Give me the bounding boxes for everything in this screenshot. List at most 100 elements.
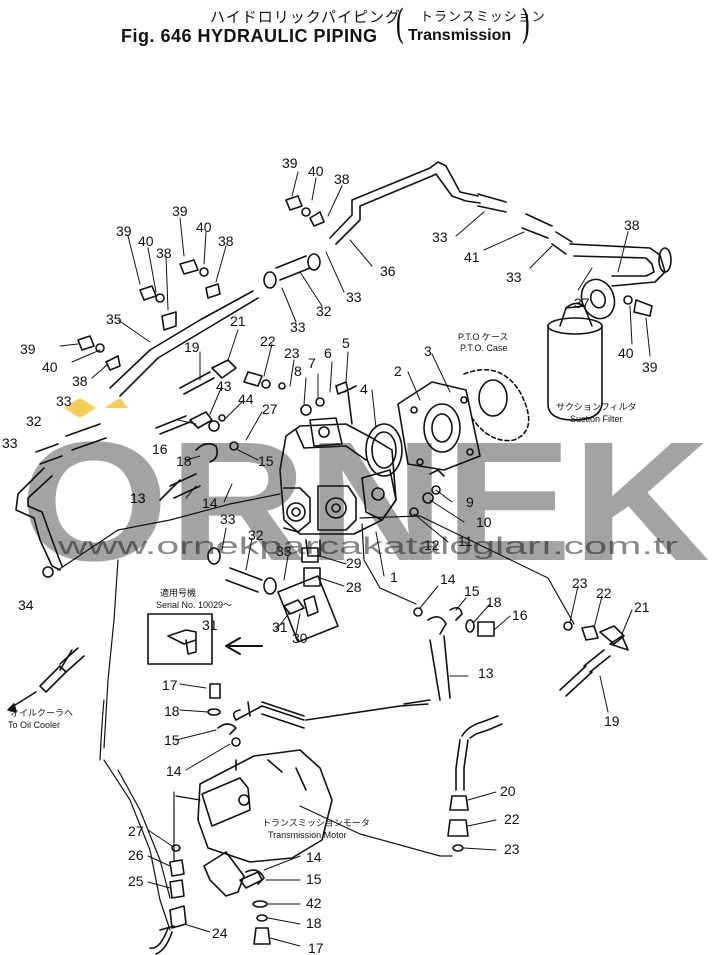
transmission-motor-label: Transmission Motor xyxy=(268,830,347,840)
part-number: 8 xyxy=(294,363,302,379)
part-number: 23 xyxy=(504,841,520,857)
part-number: 16 xyxy=(152,441,168,457)
part-number: 34 xyxy=(18,597,34,613)
part-number: 14 xyxy=(166,763,182,779)
part-number: 19 xyxy=(184,339,200,355)
part-number: 13 xyxy=(130,490,146,506)
part-number: 40 xyxy=(42,359,58,375)
part-number: 4 xyxy=(360,381,368,397)
part-number: 9 xyxy=(466,494,474,510)
diagram-drawing xyxy=(7,161,672,955)
part-number: 33 xyxy=(2,435,18,451)
part-number: 33 xyxy=(290,319,306,335)
part-number: 21 xyxy=(634,599,650,615)
transmission-motor xyxy=(173,749,333,863)
part-number: 16 xyxy=(512,607,528,623)
part-number: 39 xyxy=(642,359,658,375)
part-number: 27 xyxy=(262,401,278,417)
figure-subtitle: Transmission xyxy=(408,27,512,44)
part-number: 39 xyxy=(172,203,188,219)
part-number: 39 xyxy=(282,155,298,171)
pipe-34 xyxy=(15,467,61,571)
part-number: 18 xyxy=(164,703,180,719)
part-number: 38 xyxy=(156,245,172,261)
pipe-37 xyxy=(569,243,666,287)
part-number: 14 xyxy=(440,571,456,587)
part-number: 40 xyxy=(138,233,154,249)
part-number: 40 xyxy=(308,163,324,179)
part-number: 23 xyxy=(284,345,300,361)
part-number: 32 xyxy=(26,413,42,429)
part-number-labels: 1 2 3 4 5 6 7 8 9 10 11 12 13 13 13 14 1… xyxy=(2,155,658,955)
part-number: 36 xyxy=(380,263,396,279)
part-number: 15 xyxy=(464,583,480,599)
pipe-36 xyxy=(329,161,479,239)
part-number: 31 xyxy=(202,617,218,633)
part-number: 41 xyxy=(464,249,480,265)
part-number: 27 xyxy=(128,823,144,839)
part-number: 39 xyxy=(20,341,36,357)
part-number: 17 xyxy=(308,940,324,955)
part-number: 22 xyxy=(260,333,276,349)
part-number: 15 xyxy=(306,871,322,887)
part-number: 18 xyxy=(176,453,192,469)
pto-case-label: P.T.O. Case xyxy=(460,343,507,353)
close-paren: ) xyxy=(521,2,531,48)
part-number: 5 xyxy=(342,335,350,351)
watermark-brand: ORNEK xyxy=(20,407,710,597)
part-number: 43 xyxy=(216,378,232,394)
part-number: 33 xyxy=(276,543,292,559)
part-number: 21 xyxy=(230,313,246,329)
figure-title: Fig. 646 HYDRAULIC PIPING xyxy=(121,26,378,46)
suction-filter-label-jp: サクションフィルタ xyxy=(556,402,637,412)
part-number: 39 xyxy=(116,223,132,239)
part-number: 10 xyxy=(476,514,492,530)
part-number: 19 xyxy=(604,713,620,729)
part-number: 30 xyxy=(292,630,308,646)
oil-cooler-label-jp: オイルクーラヘ xyxy=(10,708,73,718)
part-number: 42 xyxy=(306,895,322,911)
part-number: 40 xyxy=(618,345,634,361)
part-number: 28 xyxy=(346,579,362,595)
part-number: 33 xyxy=(220,511,236,527)
suction-filter xyxy=(547,302,603,421)
part-number: 15 xyxy=(258,453,274,469)
part-number: 31 xyxy=(272,619,288,635)
figure-title-jp: ハイドロリックパイピング xyxy=(210,9,401,26)
part-number: 14 xyxy=(202,495,218,511)
pipe-35 xyxy=(109,290,254,389)
part-number: 33 xyxy=(506,269,522,285)
part-number: 7 xyxy=(308,355,316,371)
part-number: 40 xyxy=(196,219,212,235)
part-number: 29 xyxy=(346,555,362,571)
part-number: 23 xyxy=(572,575,588,591)
part-number: 15 xyxy=(164,732,180,748)
part-number: 14 xyxy=(306,849,322,865)
part-number: 26 xyxy=(128,847,144,863)
part-number: 11 xyxy=(458,533,473,549)
part-number: 22 xyxy=(596,585,612,601)
serial-label-jp: 適用号機 xyxy=(160,587,196,598)
part-number: 38 xyxy=(218,233,234,249)
callouts: P.T.O ケース P.T.O. Case サクションフィルタ Suction … xyxy=(8,332,637,840)
part-number: 6 xyxy=(324,345,332,361)
part-number: 32 xyxy=(248,527,264,543)
part-number: 12 xyxy=(424,537,440,553)
part-number: 13 xyxy=(130,490,146,506)
suction-filter-label: Suction Filter xyxy=(570,414,623,424)
pto-case-flange xyxy=(397,381,481,471)
part-number: 37 xyxy=(574,295,590,311)
figure-header: ハイドロリックパイピング ( トランスミッション ) Fig. 646 HYDR… xyxy=(0,0,723,60)
part-number: 1 xyxy=(390,569,398,585)
part-number: 33 xyxy=(432,229,448,245)
part-number: 38 xyxy=(334,171,350,187)
part-number: 20 xyxy=(500,783,516,799)
part-number: 17 xyxy=(162,677,178,693)
part-number: 38 xyxy=(72,373,88,389)
part-number: 3 xyxy=(424,343,432,359)
part-number: 24 xyxy=(212,925,228,941)
figure-subtitle-jp: トランスミッション xyxy=(420,9,546,24)
pto-case-label-jp: P.T.O ケース xyxy=(458,332,508,342)
part-number: 33 xyxy=(346,289,362,305)
